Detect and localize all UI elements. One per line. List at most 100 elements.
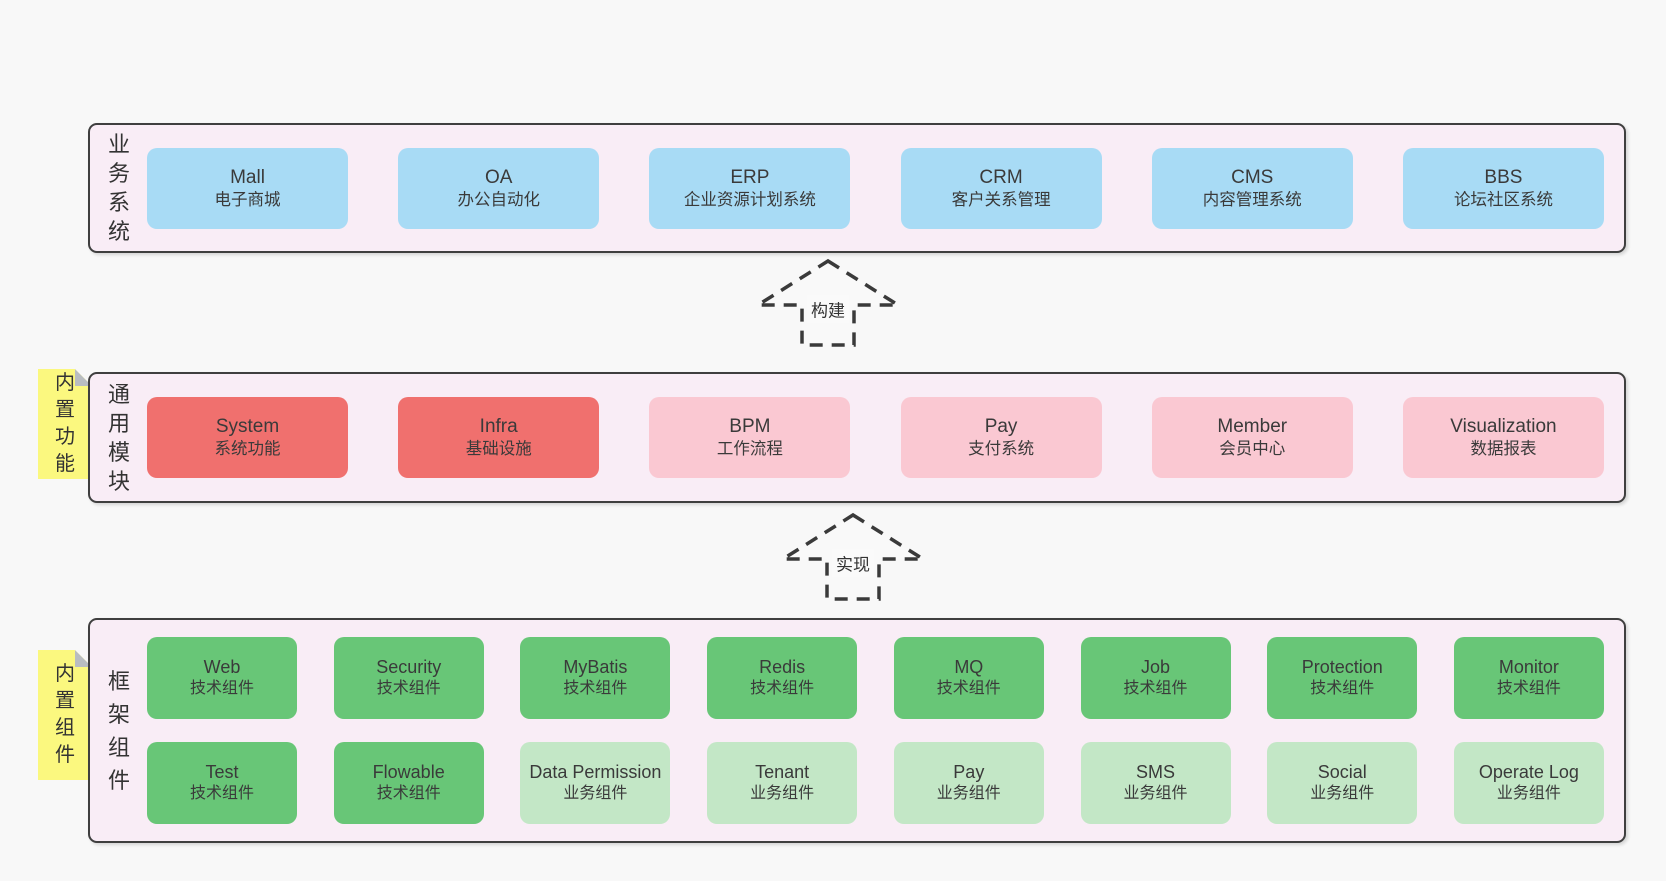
- module-desc: 论坛社区系统: [1453, 190, 1553, 209]
- module-name: BPM: [729, 416, 771, 438]
- build-arrow: 构建: [753, 256, 903, 348]
- vertical-label-char: 用: [107, 410, 130, 436]
- module-box-visualization: Visualization 数据报表: [1402, 397, 1604, 478]
- module-box-bpm: BPM 工作流程: [649, 397, 851, 478]
- vertical-label-char: 通: [107, 381, 130, 407]
- module-desc: 工作流程: [716, 440, 783, 459]
- module-name: CMS: [1231, 166, 1274, 188]
- module-name: Protection: [1301, 656, 1383, 677]
- module-name: Flowable: [372, 761, 445, 782]
- module-desc: 技术组件: [936, 680, 1001, 698]
- module-box-redis: Redis 技术组件: [707, 637, 858, 719]
- vertical-label-char: 置: [55, 399, 75, 421]
- module-name: Social: [1317, 761, 1367, 782]
- vertical-label-char: 件: [107, 767, 130, 793]
- module-name: Pay: [953, 761, 985, 782]
- module-desc: 技术组件: [189, 680, 254, 698]
- module-desc: 支付系统: [968, 440, 1035, 459]
- module-name: Web: [203, 656, 241, 677]
- module-box-security: Security 技术组件: [333, 637, 484, 719]
- module-desc: 办公自动化: [457, 190, 540, 209]
- module-name: Visualization: [1450, 416, 1557, 438]
- module-name: Infra: [479, 416, 518, 438]
- module-name: Security: [376, 656, 442, 677]
- sticky-note-built-in-components: 内置组件: [38, 650, 92, 780]
- panel-title-common-modules: 通用模块: [102, 374, 136, 501]
- module-box-bbs: BBS 论坛社区系统: [1402, 147, 1604, 229]
- vertical-label-char: 模: [107, 439, 130, 465]
- module-desc: 业务组件: [936, 785, 1001, 803]
- implement-arrow: 实现: [778, 510, 928, 602]
- module-name: System: [215, 416, 280, 438]
- module-name: MyBatis: [563, 656, 628, 677]
- implement-arrow-label: 实现: [832, 549, 874, 577]
- module-box-sms: SMS 业务组件: [1080, 742, 1231, 824]
- vertical-label-char: 块: [107, 468, 130, 494]
- module-name: Member: [1217, 416, 1288, 438]
- module-name: Data Permission: [529, 761, 662, 782]
- module-desc: 业务组件: [1123, 785, 1188, 803]
- module-name: Redis: [759, 656, 806, 677]
- vertical-label-char: 组: [107, 734, 130, 760]
- module-desc: 业务组件: [1496, 785, 1561, 803]
- module-box-tenant: Tenant 业务组件: [707, 742, 858, 824]
- sticky-note-label: 内置功能: [38, 369, 92, 479]
- module-name: BBS: [1484, 166, 1523, 188]
- module-desc: 客户关系管理: [951, 190, 1051, 209]
- module-box-operate-log: Operate Log 业务组件: [1453, 742, 1604, 824]
- module-box-cms: CMS 内容管理系统: [1151, 147, 1353, 229]
- module-desc: 技术组件: [376, 680, 441, 698]
- module-name: Monitor: [1498, 656, 1559, 677]
- module-name: OA: [484, 166, 513, 188]
- module-box-pay: Pay 业务组件: [893, 742, 1044, 824]
- module-name: ERP: [730, 166, 770, 188]
- vertical-label-char: 统: [107, 219, 130, 244]
- module-name: CRM: [979, 166, 1023, 188]
- vertical-label-char: 能: [55, 453, 75, 475]
- module-desc: 业务组件: [1310, 785, 1375, 803]
- vertical-label-char: 组: [55, 717, 75, 739]
- module-desc: 数据报表: [1470, 440, 1537, 459]
- module-name: Tenant: [755, 761, 810, 782]
- panel-title-business-systems: 业务系统: [102, 125, 136, 251]
- vertical-label-char: 框: [107, 668, 130, 694]
- module-name: Operate Log: [1478, 761, 1579, 782]
- module-name: SMS: [1136, 761, 1176, 782]
- module-desc: 电子商城: [214, 190, 281, 209]
- module-desc: 系统功能: [214, 440, 281, 459]
- vertical-label-char: 业: [107, 132, 130, 157]
- sticky-note-built-in-features: 内置功能: [38, 369, 92, 479]
- module-desc: 技术组件: [750, 680, 815, 698]
- vertical-label-char: 件: [55, 744, 75, 766]
- module-desc: 内容管理系统: [1202, 190, 1302, 209]
- module-desc: 企业资源计划系统: [683, 190, 816, 209]
- module-desc: 技术组件: [1310, 680, 1375, 698]
- module-name: Job: [1141, 656, 1171, 677]
- module-desc: 业务组件: [750, 785, 815, 803]
- panel-title-framework-components: 框架组件: [102, 620, 136, 841]
- vertical-label-char: 架: [107, 701, 130, 727]
- sticky-note-label: 内置组件: [38, 650, 92, 780]
- module-box-system: System 系统功能: [147, 397, 348, 478]
- vertical-label-char: 务: [107, 161, 130, 186]
- module-desc: 基础设施: [465, 440, 532, 459]
- module-desc: 技术组件: [1496, 680, 1561, 698]
- vertical-label-char: 置: [55, 690, 75, 712]
